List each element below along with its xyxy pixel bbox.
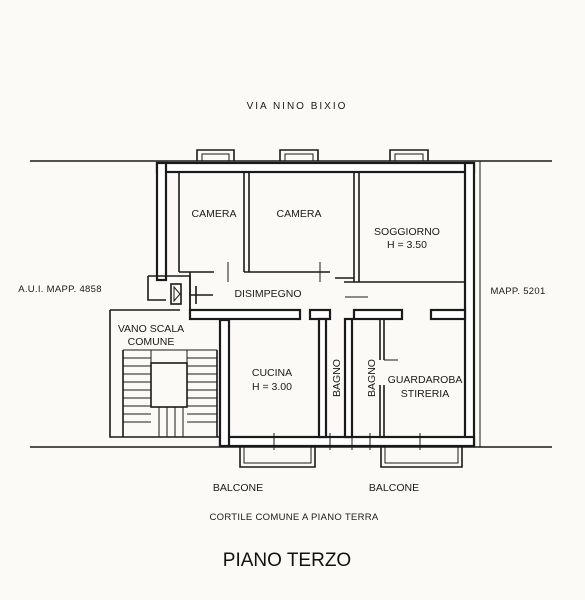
room-stireria-label: STIRERIA	[401, 388, 449, 400]
neighbor-left-label: A.U.I. MAPP. 4858	[18, 284, 102, 295]
room-camera-2-label: CAMERA	[277, 208, 322, 220]
room-cucina-height: H = 3.00	[252, 381, 292, 393]
balconies	[239, 446, 463, 468]
room-bagno-1-label: BAGNO	[331, 359, 343, 397]
interior-walls	[178, 172, 467, 439]
balcony-left-label: BALCONE	[213, 482, 263, 494]
window-marks-bottom	[273, 433, 421, 450]
window-bays-top	[196, 149, 429, 161]
room-camera-1-label: CAMERA	[192, 208, 237, 220]
staircase	[109, 275, 220, 438]
street-name: VIA NINO BIXIO	[247, 101, 348, 112]
room-soggiorno-height: H = 3.50	[387, 239, 427, 251]
room-soggiorno-label: SOGGIORNO	[374, 226, 440, 238]
balcony-right-label: BALCONE	[369, 482, 419, 494]
room-disimpegno-label: DISIMPEGNO	[234, 288, 301, 300]
room-guardaroba-label: GUARDAROBA	[388, 374, 463, 386]
neighbor-right-label: MAPP. 5201	[490, 286, 545, 297]
outer-walls	[155, 161, 476, 448]
room-bagno-2-label: BAGNO	[366, 359, 378, 397]
room-vano-scala-label: VANO SCALA	[118, 323, 184, 335]
room-vano-scala-comune-label: COMUNE	[128, 336, 175, 348]
floor-title: PIANO TERZO	[223, 550, 351, 571]
room-cucina-label: CUCINA	[252, 367, 292, 379]
courtyard-label: CORTILE COMUNE A PIANO TERRA	[209, 512, 378, 523]
